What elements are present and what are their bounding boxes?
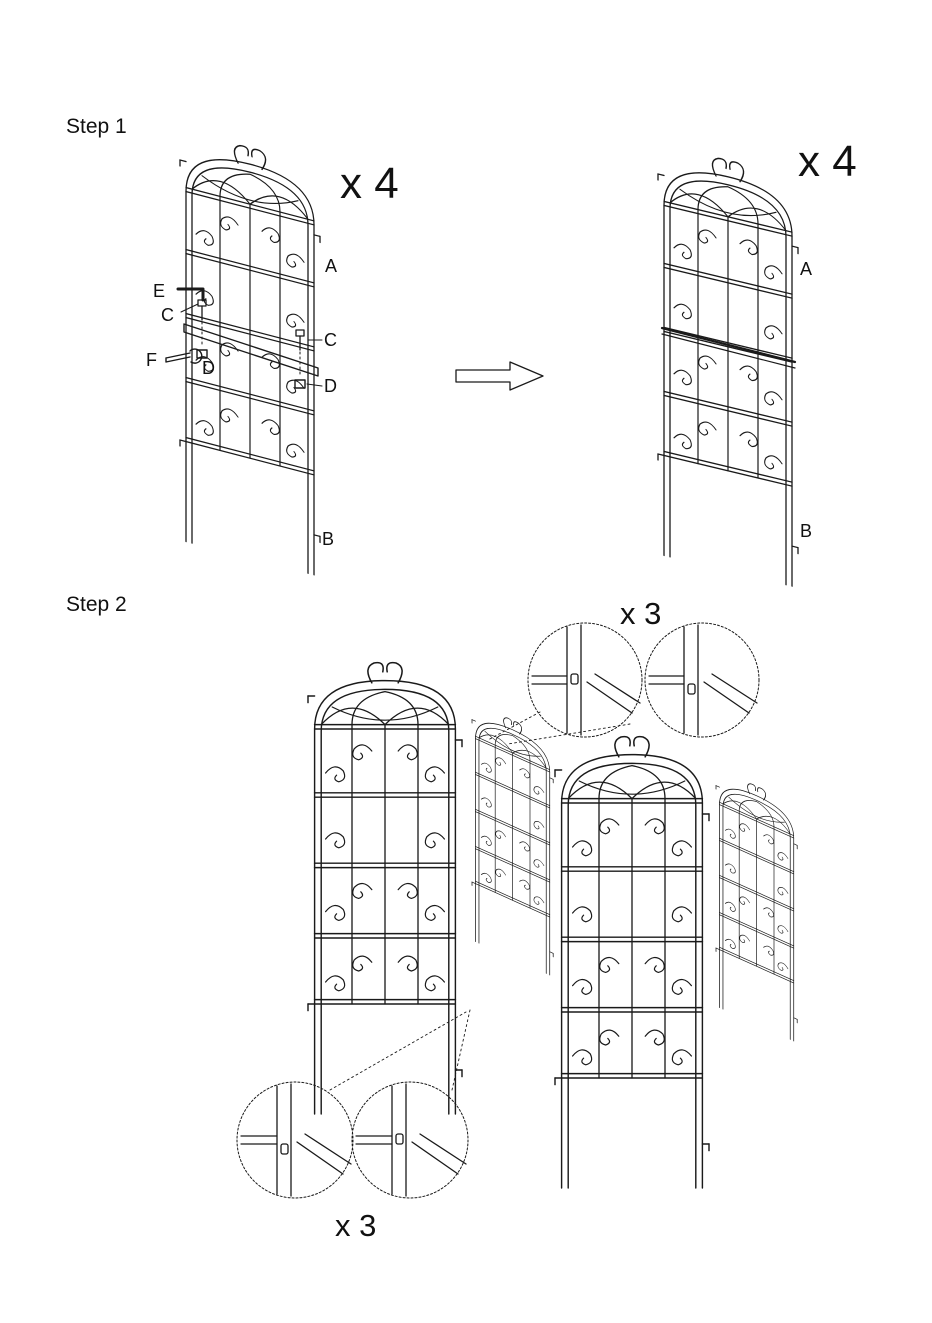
allen-key-icon bbox=[178, 289, 203, 300]
part-label-c-left: C bbox=[161, 306, 174, 324]
part-label-f: F bbox=[146, 351, 157, 369]
hinge-detail-top-right-icon bbox=[645, 623, 759, 737]
part-label-d-left: D bbox=[202, 359, 215, 377]
part-label-e: E bbox=[153, 282, 165, 300]
step1-title: Step 1 bbox=[66, 116, 127, 137]
step1-hardware bbox=[166, 289, 322, 388]
step2-multiplier-bottom: x 3 bbox=[335, 1210, 376, 1241]
part-label-a-assembled: A bbox=[800, 260, 812, 278]
trellis-panel-step2-2 bbox=[472, 702, 553, 977]
trellis-panel-step1-assembled bbox=[658, 144, 798, 588]
part-label-b-assembled: B bbox=[800, 522, 812, 540]
hinge-detail-top-left-icon bbox=[528, 623, 642, 737]
trellis-panel-step2-3 bbox=[555, 737, 709, 1188]
trellis-panels bbox=[180, 130, 798, 1188]
hinge-detail-bottom-left-icon bbox=[237, 1082, 353, 1198]
step2-title: Step 2 bbox=[66, 594, 127, 615]
hinge-detail-bottom-right-icon bbox=[352, 1082, 468, 1198]
part-label-b: B bbox=[322, 530, 334, 548]
step2-multiplier-top: x 3 bbox=[620, 598, 661, 629]
step1-multiplier-left: x 4 bbox=[340, 162, 399, 206]
part-label-d-right: D bbox=[324, 377, 337, 395]
right-arrow-icon bbox=[456, 362, 543, 390]
part-label-a: A bbox=[325, 257, 337, 275]
trellis-panel-step2-4 bbox=[716, 768, 797, 1043]
trellis-panel-step2-1 bbox=[308, 663, 462, 1114]
part-label-c-right: C bbox=[324, 331, 337, 349]
step1-multiplier-right: x 4 bbox=[798, 140, 857, 184]
